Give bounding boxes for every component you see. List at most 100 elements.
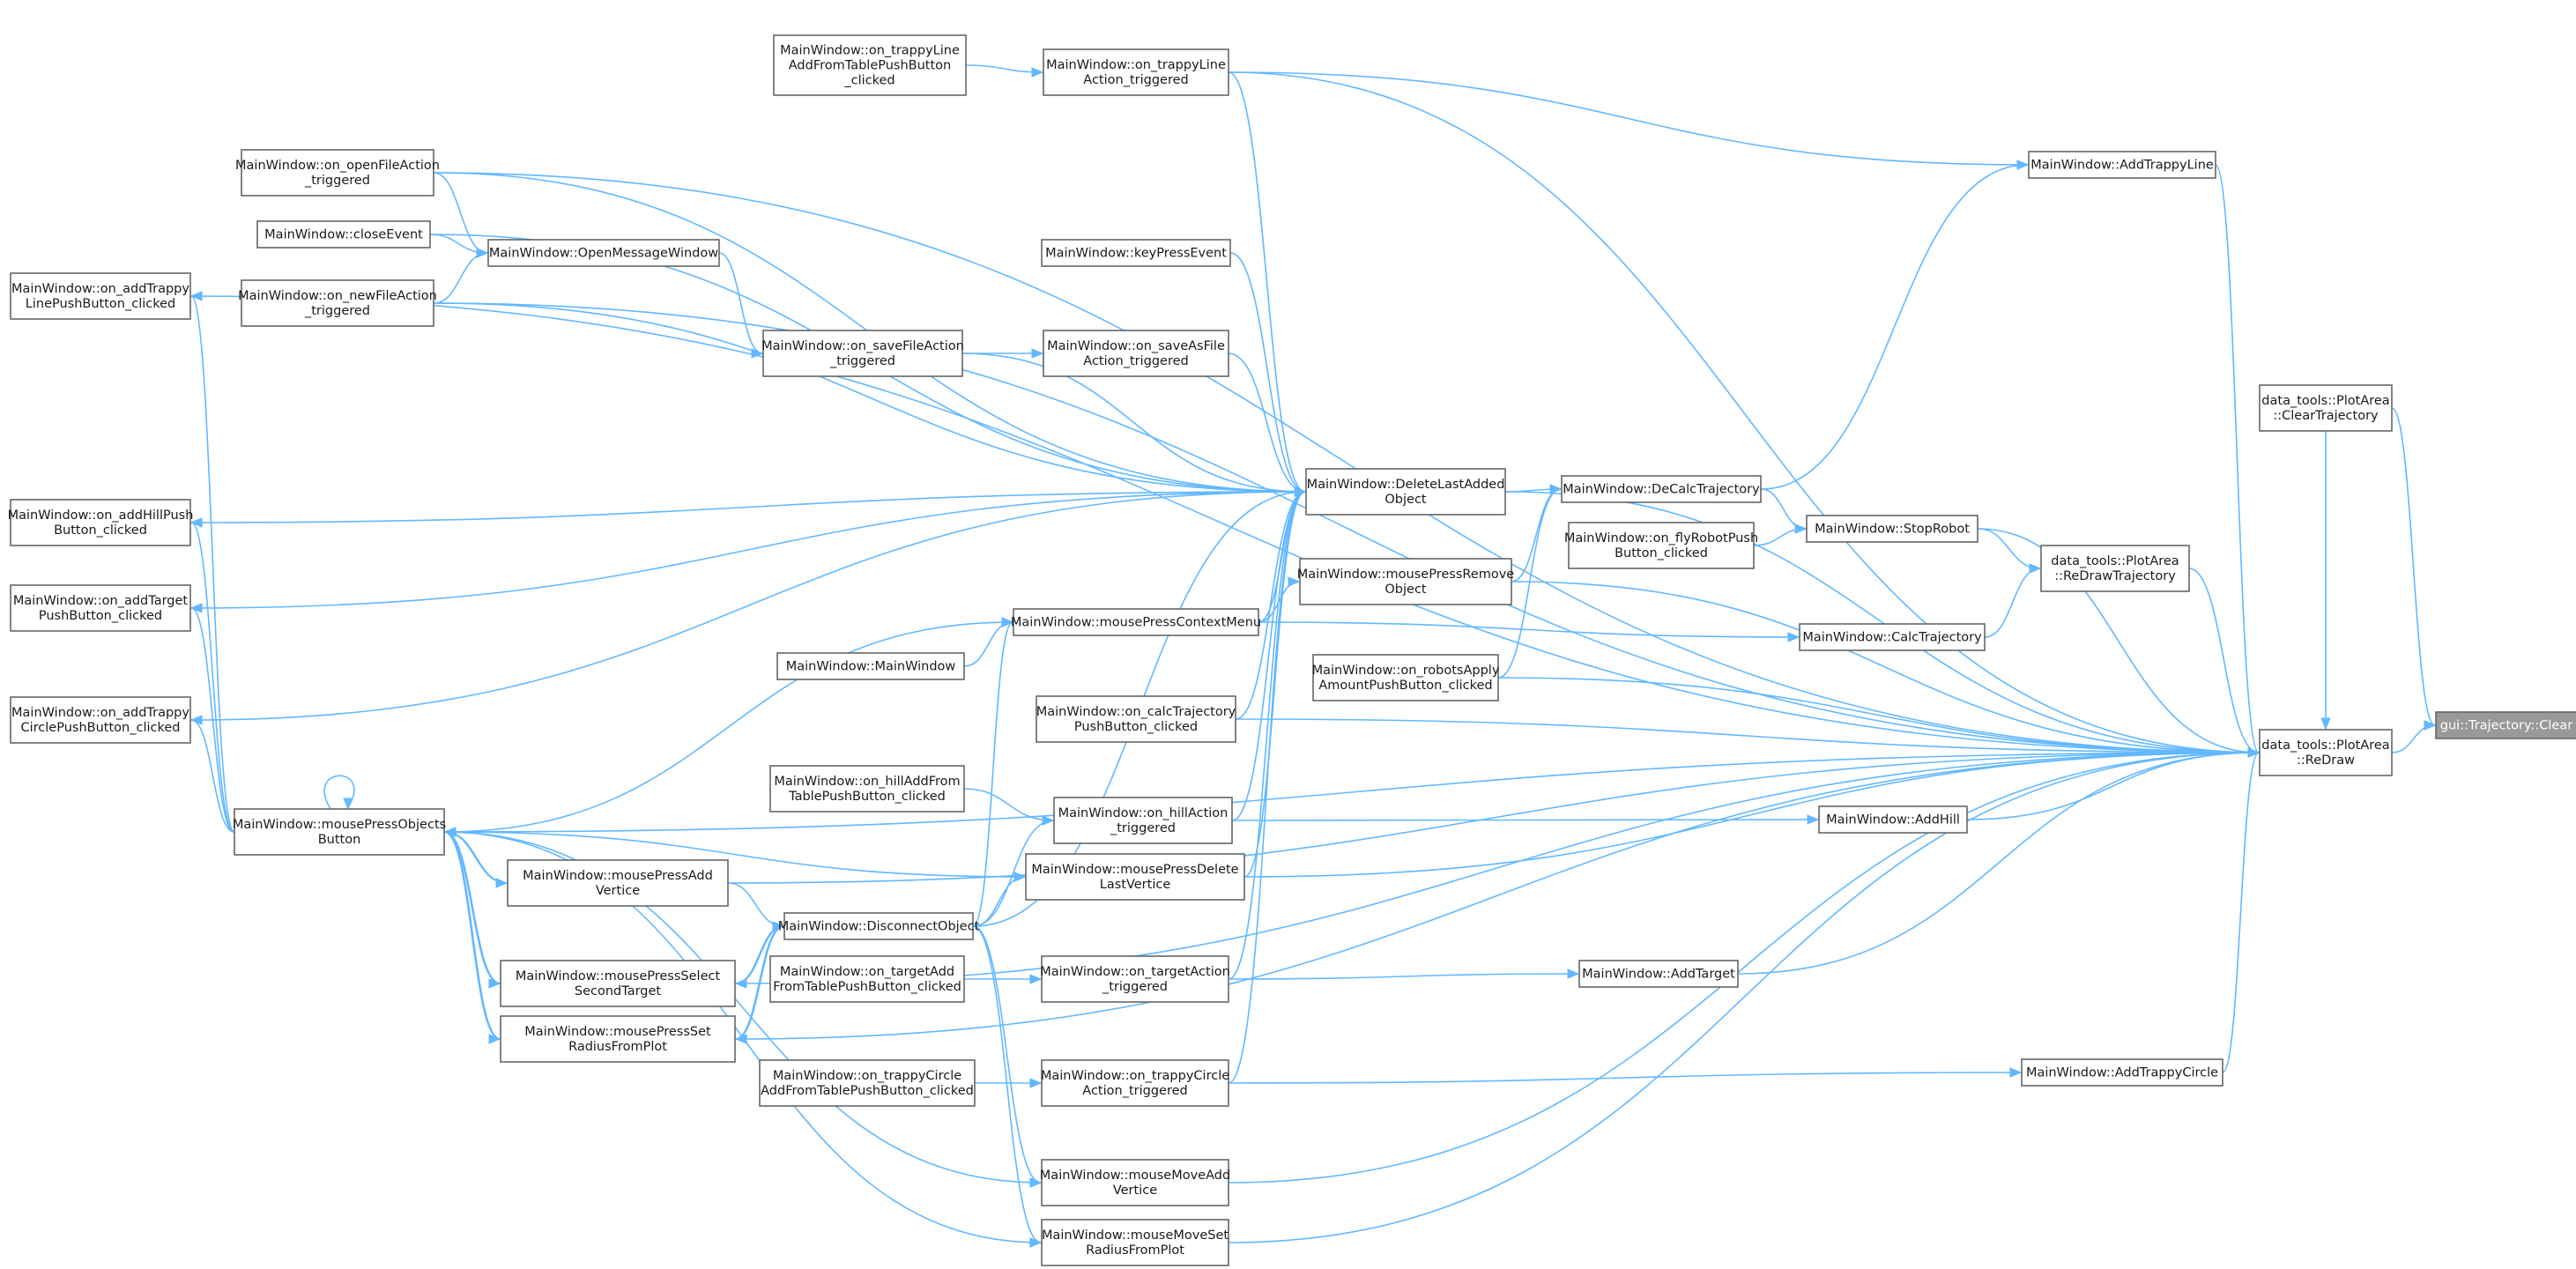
node-trappylineadd[interactable]: MainWindow::on_trappyLineAddFromTablePus… bbox=[773, 34, 967, 96]
edge-arrowhead bbox=[1807, 814, 1820, 825]
node-cleartraj[interactable]: data_tools::PlotArea::ClearTrajectory bbox=[2259, 384, 2393, 432]
edge-arrowhead bbox=[2029, 563, 2042, 574]
node-openfile[interactable]: MainWindow::on_openFileAction_triggered bbox=[235, 149, 440, 197]
edge-arrowhead bbox=[1001, 617, 1014, 627]
node-addtrappylinebtn[interactable]: MainWindow::on_addTrappyLinePushButton_c… bbox=[10, 272, 191, 320]
edge-trappycircleact-to-addtrappycircle bbox=[1228, 1067, 2023, 1084]
edge-line bbox=[190, 607, 235, 833]
node-targetadd[interactable]: MainWindow::on_targetAddFromTablePushBut… bbox=[769, 955, 965, 1003]
node-disconnect[interactable]: MainWindow::DisconnectObject bbox=[778, 912, 980, 940]
node-label: MainWindow::on_addTarget bbox=[13, 594, 189, 608]
node-redrawtraj[interactable]: data_tools::PlotArea::ReDrawTrajectory bbox=[2040, 545, 2190, 592]
node-box bbox=[773, 34, 967, 96]
edge-line bbox=[1229, 252, 1306, 493]
edge-cleartraj-to-clear bbox=[2391, 407, 2437, 731]
node-addhill[interactable]: MainWindow::AddHill bbox=[1818, 805, 1968, 834]
edge-line bbox=[1231, 491, 1306, 821]
edge-line bbox=[1228, 352, 1306, 493]
edge-disconnect-to-pressselect bbox=[734, 925, 785, 989]
edge-arrowhead bbox=[2247, 747, 2260, 758]
edge-line bbox=[2188, 568, 2260, 753]
node-calctraj[interactable]: MainWindow::CalcTrajectory bbox=[1799, 623, 1986, 651]
edge-line bbox=[2222, 752, 2260, 1073]
edge-line bbox=[443, 831, 501, 984]
node-stoprobot[interactable]: MainWindow::StopRobot bbox=[1806, 515, 1978, 543]
node-keypress[interactable]: MainWindow::keyPressEvent bbox=[1041, 239, 1231, 267]
node-clear[interactable]: gui::Trajectory::Clear bbox=[2435, 711, 2576, 739]
edge-targetadd-to-targetact bbox=[964, 974, 1043, 984]
node-label: MainWindow::on_flyRobotPush bbox=[1564, 531, 1758, 545]
node-box bbox=[762, 330, 963, 377]
node-targetact[interactable]: MainWindow::on_targetAction_triggered bbox=[1040, 955, 1230, 1003]
node-box bbox=[234, 808, 445, 856]
edge-trappycircleact-to-deletelast bbox=[1228, 486, 1307, 1084]
node-contextmenu[interactable]: MainWindow::mousePressContextMenu bbox=[1011, 608, 1261, 636]
node-label: Action_triggered bbox=[1082, 1084, 1187, 1098]
node-label: _clicked bbox=[843, 74, 895, 88]
node-redraw[interactable]: data_tools::PlotArea::ReDraw bbox=[2259, 729, 2393, 776]
node-trappycircleact[interactable]: MainWindow::on_trappyCircleAction_trigge… bbox=[1041, 1059, 1229, 1107]
node-box bbox=[769, 955, 965, 1003]
node-box bbox=[2259, 384, 2393, 432]
edge-line bbox=[1228, 71, 2260, 753]
edge-targetact-to-addtarget bbox=[1228, 968, 1580, 980]
node-label: Action_triggered bbox=[1083, 354, 1188, 368]
node-box bbox=[500, 1015, 736, 1063]
node-calctrajbtn[interactable]: MainWindow::on_calcTrajectoryPushButton_… bbox=[1036, 695, 1236, 743]
node-addtrappycirclebtn[interactable]: MainWindow::on_addTrappyCirclePushButton… bbox=[10, 696, 191, 744]
node-label: ::ReDrawTrajectory bbox=[2054, 569, 2176, 583]
edge-line bbox=[1228, 1072, 2022, 1084]
node-box bbox=[2021, 1058, 2223, 1087]
node-addtargetbtn[interactable]: MainWindow::on_addTargetPushButton_click… bbox=[10, 584, 191, 632]
edge-line bbox=[1984, 568, 2041, 638]
node-hillact[interactable]: MainWindow::on_hillAction_triggered bbox=[1053, 797, 1233, 844]
node-label: MainWindow::closeEvent bbox=[264, 228, 423, 242]
node-decalc[interactable]: MainWindow::DeCalcTrajectory bbox=[1561, 475, 1762, 503]
edge-line bbox=[444, 831, 501, 1040]
node-hilladd[interactable]: MainWindow::on_hillAddFromTablePushButto… bbox=[769, 765, 965, 813]
node-openmsg[interactable]: MainWindow::OpenMessageWindow bbox=[487, 239, 720, 267]
node-robotsapply[interactable]: MainWindow::on_robotsApplyAmountPushButt… bbox=[1312, 654, 1500, 701]
node-addtrappycircle[interactable]: MainWindow::AddTrappyCircle bbox=[2021, 1058, 2223, 1087]
edge-arrowhead bbox=[189, 715, 203, 725]
node-trappycircleadd[interactable]: MainWindow::on_trappyCircleAddFromTableP… bbox=[759, 1059, 976, 1107]
edge-line bbox=[1228, 491, 1306, 980]
node-flyrobot[interactable]: MainWindow::on_flyRobotPushButton_clicke… bbox=[1564, 522, 1758, 569]
edge-line bbox=[1497, 677, 2260, 753]
node-newfile[interactable]: MainWindow::on_newFileAction_triggered bbox=[238, 279, 437, 327]
node-saveasfile[interactable]: MainWindow::on_saveAsFileAction_triggere… bbox=[1043, 330, 1229, 377]
node-label: LastVertice bbox=[1100, 878, 1171, 892]
node-addtarget[interactable]: MainWindow::AddTarget bbox=[1578, 960, 1739, 988]
edge-trappylineact-to-deletelast bbox=[1228, 71, 1307, 497]
node-mainwindow[interactable]: MainWindow::MainWindow bbox=[776, 652, 965, 680]
node-trappylineact[interactable]: MainWindow::on_trappyLineAction_triggere… bbox=[1043, 48, 1229, 96]
node-label: Object bbox=[1385, 493, 1427, 507]
edge-savefile-to-saveasfile bbox=[962, 348, 1044, 359]
edge-line bbox=[189, 491, 1306, 721]
node-label: PushButton_clicked bbox=[39, 609, 162, 623]
node-box bbox=[1818, 805, 1968, 834]
edge-line bbox=[1977, 528, 2041, 569]
node-savefile[interactable]: MainWindow::on_saveFileAction_triggered bbox=[761, 330, 964, 377]
edge-line bbox=[433, 252, 488, 304]
node-addtrappyline[interactable]: MainWindow::AddTrappyLine bbox=[2028, 151, 2216, 179]
edge-pressobjects-to-addtrappylinebtn bbox=[189, 291, 235, 833]
node-box bbox=[1043, 48, 1229, 96]
edge-line bbox=[735, 925, 785, 1040]
node-box bbox=[2028, 151, 2216, 179]
node-box bbox=[1036, 695, 1236, 743]
node-closeevent[interactable]: MainWindow::closeEvent bbox=[256, 220, 431, 249]
node-box bbox=[783, 912, 974, 940]
edge-targetact-to-deletelast bbox=[1228, 486, 1307, 980]
